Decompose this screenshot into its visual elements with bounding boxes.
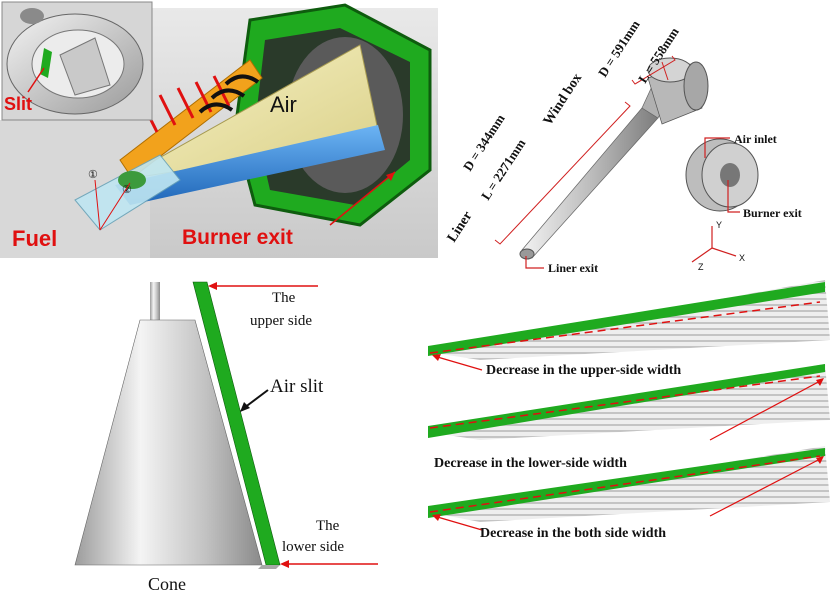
cone-body-shape	[74, 319, 263, 566]
air-slit-label: Air slit	[270, 376, 324, 397]
liner-tube	[115, 125, 385, 205]
variant-both-arrowhead-right	[816, 456, 824, 464]
mark-2: ①	[88, 169, 98, 181]
windbox-label: Wind box	[541, 71, 585, 128]
isometric-svg: Liner D = 344mm L = 2271mm Wind box D = …	[445, 17, 802, 275]
axis-y: Y	[716, 220, 722, 230]
exit-arrowhead	[386, 172, 395, 181]
variant-upper-dash	[429, 301, 821, 354]
lower-side-line1: The	[316, 518, 340, 534]
liner-exit-label: Liner exit	[548, 261, 598, 275]
upper-side-line1: The	[272, 290, 296, 306]
liner-label: Liner	[445, 209, 476, 245]
air-label: Air	[270, 92, 297, 117]
isometric-panel: Liner D = 344mm L = 2271mm Wind box D = …	[440, 0, 835, 280]
variant-both-arrow-left	[433, 515, 483, 531]
variant-upper-arrow	[433, 355, 483, 371]
cone-panel: The upper side Air slit The lower side C…	[0, 280, 420, 597]
burner-cutaway-panel: Air ① ② Fuel Burner exit Slit	[0, 0, 440, 258]
air-inlet-arrow	[704, 137, 730, 158]
liner-exit-arrow	[525, 256, 544, 269]
fuel-injector	[118, 171, 146, 189]
variant-both-label: Decrease in the both side width	[480, 526, 666, 541]
fuel-label: Fuel	[12, 226, 57, 251]
variant-upper-arrowhead	[432, 354, 441, 361]
mark-1: ②	[122, 184, 132, 196]
exit-leader	[329, 171, 396, 226]
axis-x: X	[739, 253, 745, 263]
swirl-arrows	[198, 74, 260, 114]
variant-upper-label: Decrease in the upper-side width	[486, 363, 681, 378]
cone-svg: The upper side Air slit The lower side C…	[74, 281, 378, 594]
variant-lower-label: Decrease in the lower-side width	[434, 456, 627, 471]
cone-neck	[150, 282, 160, 322]
variant-lower-slit	[428, 364, 825, 438]
lower-side-arrowhead	[280, 560, 289, 568]
exploded-windbox-hole	[720, 163, 740, 187]
variant-both-slit	[428, 448, 825, 518]
burner-exit-label: Burner exit	[182, 226, 293, 249]
fuel-nozzle	[74, 154, 181, 231]
upper-side-line2: upper side	[250, 313, 312, 329]
axis-z: Z	[698, 262, 704, 272]
cone-label: Cone	[148, 574, 186, 594]
lower-side-line2: lower side	[282, 539, 344, 555]
burner-exit-iso-label: Burner exit	[743, 206, 802, 220]
liner-tube-iso	[521, 107, 659, 259]
variant-both-dash	[429, 455, 821, 513]
variant-lower-arrow	[709, 379, 823, 441]
variant-lower: Decrease in the lower-side width	[428, 364, 830, 471]
variant-upper: Decrease in the upper-side width	[428, 280, 830, 378]
inset-cone	[59, 37, 111, 96]
burner-cutaway-svg: Air ① ② Fuel Burner exit Slit	[0, 1, 438, 258]
dimension-lines	[494, 55, 676, 245]
air-slit-arrowhead	[240, 402, 250, 412]
burner-exit-arrow	[727, 180, 740, 213]
air-slit-arrow	[243, 389, 269, 409]
slit-variants-panel: Decrease in the upper-side width Decreas…	[420, 280, 835, 597]
air-inlet-label: Air inlet	[734, 132, 777, 146]
variant-lower-arrowhead	[816, 378, 824, 386]
variant-both-arrow-right	[709, 457, 823, 517]
axes	[691, 226, 737, 263]
inset-slit-leader	[27, 67, 45, 93]
variant-both: Decrease in the both side width	[428, 446, 830, 541]
windbox-d: D = 591mm	[595, 17, 643, 79]
variant-lower-dash	[429, 375, 821, 429]
slit-variants-svg: Decrease in the upper-side width Decreas…	[428, 280, 830, 541]
slit-label: Slit	[4, 94, 32, 114]
variant-upper-slit	[428, 282, 825, 356]
slit-base	[258, 565, 280, 569]
liner-exit-end	[519, 248, 535, 260]
upper-side-arrowhead	[208, 282, 217, 290]
variant-both-arrowhead-left	[432, 514, 441, 521]
inset-pipe	[20, 8, 44, 24]
fuel-leader	[94, 179, 131, 231]
windbox-face	[683, 61, 709, 111]
